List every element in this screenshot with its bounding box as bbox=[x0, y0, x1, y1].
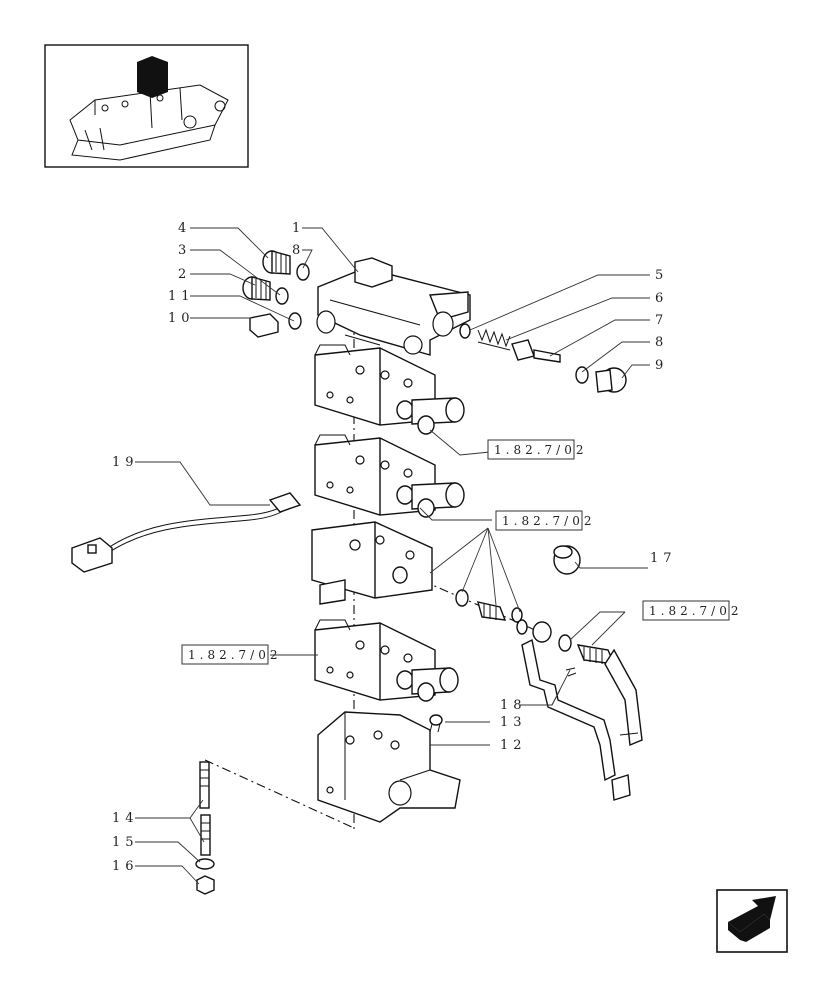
callout-7: 7 bbox=[655, 313, 668, 328]
valve-block-d bbox=[314, 619, 459, 702]
plug-part-2 bbox=[242, 276, 271, 301]
callout-14: 14 bbox=[112, 811, 139, 826]
cap-part-17 bbox=[553, 545, 581, 575]
overview-thumbnail[interactable] bbox=[44, 44, 249, 168]
cover-part-1 bbox=[316, 257, 471, 356]
reference-label-2: 1.82.7/02 bbox=[502, 514, 595, 528]
stud-part-14 bbox=[199, 761, 211, 856]
reference-label-3: 1.82.7/02 bbox=[649, 604, 742, 618]
next-page-button[interactable] bbox=[716, 889, 788, 953]
valve-block-c bbox=[311, 521, 433, 605]
reference-box-3[interactable]: 1.82.7/02 bbox=[642, 600, 742, 621]
callout-5: 5 bbox=[655, 268, 668, 283]
seal-part-8-left bbox=[296, 263, 310, 281]
reference-box-4[interactable]: 1.82.7/02 bbox=[181, 644, 281, 665]
callout-18: 18 bbox=[500, 698, 527, 713]
callout-4: 4 bbox=[178, 221, 191, 236]
next-page-arrow-icon bbox=[728, 896, 776, 942]
reference-box-1[interactable]: 1.82.7/02 bbox=[487, 439, 587, 460]
valve-block-a bbox=[314, 344, 465, 435]
spring-part-6 bbox=[477, 328, 511, 351]
screw-part-13 bbox=[429, 714, 443, 733]
reference-label-4: 1.82.7/02 bbox=[188, 648, 281, 662]
callout-8-right: 8 bbox=[655, 335, 668, 350]
pipe-assembly-part-18 bbox=[455, 589, 643, 801]
seal-part-5 bbox=[459, 323, 471, 339]
spool-part-7 bbox=[511, 339, 561, 363]
leader-lines bbox=[135, 227, 650, 885]
seal-part-3 bbox=[275, 287, 289, 305]
callout-10: 10 bbox=[168, 311, 195, 326]
washer-part-15 bbox=[195, 858, 215, 870]
assembly-axis-studs bbox=[204, 759, 355, 829]
wiring-harness-part-19 bbox=[71, 492, 302, 573]
callout-3: 3 bbox=[178, 243, 191, 258]
callout-8-left: 8 bbox=[292, 243, 305, 258]
nut-part-16 bbox=[196, 875, 215, 895]
callout-19: 19 bbox=[112, 455, 139, 470]
seal-part-8-right bbox=[575, 366, 589, 384]
callout-11: 11 bbox=[168, 289, 195, 304]
plug-part-10 bbox=[249, 313, 279, 338]
base-housing-part-12 bbox=[317, 711, 461, 823]
callout-13: 13 bbox=[500, 715, 527, 730]
callout-17: 17 bbox=[650, 551, 677, 566]
plug-part-9 bbox=[595, 367, 627, 393]
callout-1: 1 bbox=[292, 221, 305, 236]
rear-hydraulic-lift-thumbnail-icon bbox=[69, 56, 229, 161]
reference-box-2[interactable]: 1.82.7/02 bbox=[495, 510, 595, 531]
reference-label-1: 1.82.7/02 bbox=[494, 443, 587, 457]
plug-part-4 bbox=[262, 250, 291, 275]
callout-15: 15 bbox=[112, 835, 139, 850]
callout-labels: 4 1 8 3 2 11 10 5 6 7 8 9 19 17 18 13 12… bbox=[112, 221, 677, 874]
callout-2: 2 bbox=[178, 267, 191, 282]
callout-16: 16 bbox=[112, 859, 139, 874]
callout-12: 12 bbox=[500, 738, 527, 753]
valve-block-b bbox=[314, 434, 465, 518]
seal-part-11 bbox=[288, 312, 302, 330]
callout-6: 6 bbox=[655, 291, 668, 306]
callout-9: 9 bbox=[655, 358, 668, 373]
